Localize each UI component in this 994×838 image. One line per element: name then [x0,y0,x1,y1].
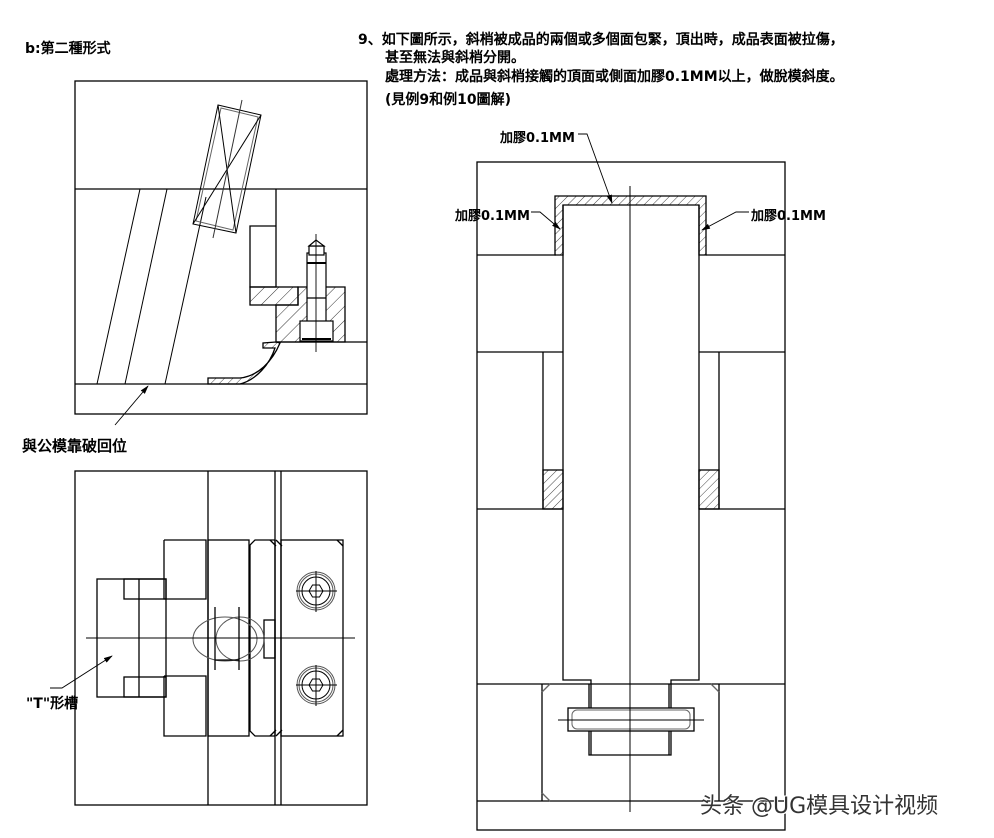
bolt-head-bottom [296,665,337,706]
guide-block [249,189,277,288]
callout-right: 加膠0.1MM [751,209,826,224]
note-line-2: 甚至無法與斜梢分開。 [385,50,525,66]
callout-top-leader [578,133,613,204]
lifter-head [192,99,262,239]
retainer-plate [249,286,299,306]
lifter-body [96,188,207,385]
right-figure [476,133,786,831]
leader-arrow [114,385,149,426]
upper-figure-frame [74,80,368,415]
right-figure-frame [476,161,786,831]
note-line-4: (見例9和例10圖解) [385,92,512,108]
side-hatch-left [542,469,564,510]
callout-left-leader [531,211,561,230]
bolt [299,234,334,352]
callout-top: 加膠0.1MM [500,131,575,146]
lower-left-figure [50,470,368,806]
bolt-head-top [296,571,337,612]
callout-left: 加膠0.1MM [455,209,530,224]
callout-right-leader [701,211,749,231]
side-hatch-right [698,469,720,510]
curved-lip [207,341,281,385]
watermark: 头条 @UG模具设计视频 [700,794,939,819]
note-line-3: 處理方法：成品與斜梢接觸的頂面或側面加膠0.1MM以上，做脫模斜度。 [385,69,844,85]
upper-figure-label: 與公模靠破回位 [22,437,128,455]
note-line-1: 9、如下圖所示，斜梢被成品的兩個或多個面包緊，頂出時，成品表面被拉傷， [358,32,844,48]
lifter-core-right [670,205,700,684]
t-slot-leader [50,655,113,689]
wedge-plate [249,539,276,737]
form-heading: b:第二種形式 [25,41,111,57]
lower-figure-frame [74,470,368,806]
lifter-core-left [562,205,592,684]
upper-left-figure [74,80,368,426]
t-slot-label: "T"形槽 [26,696,79,712]
